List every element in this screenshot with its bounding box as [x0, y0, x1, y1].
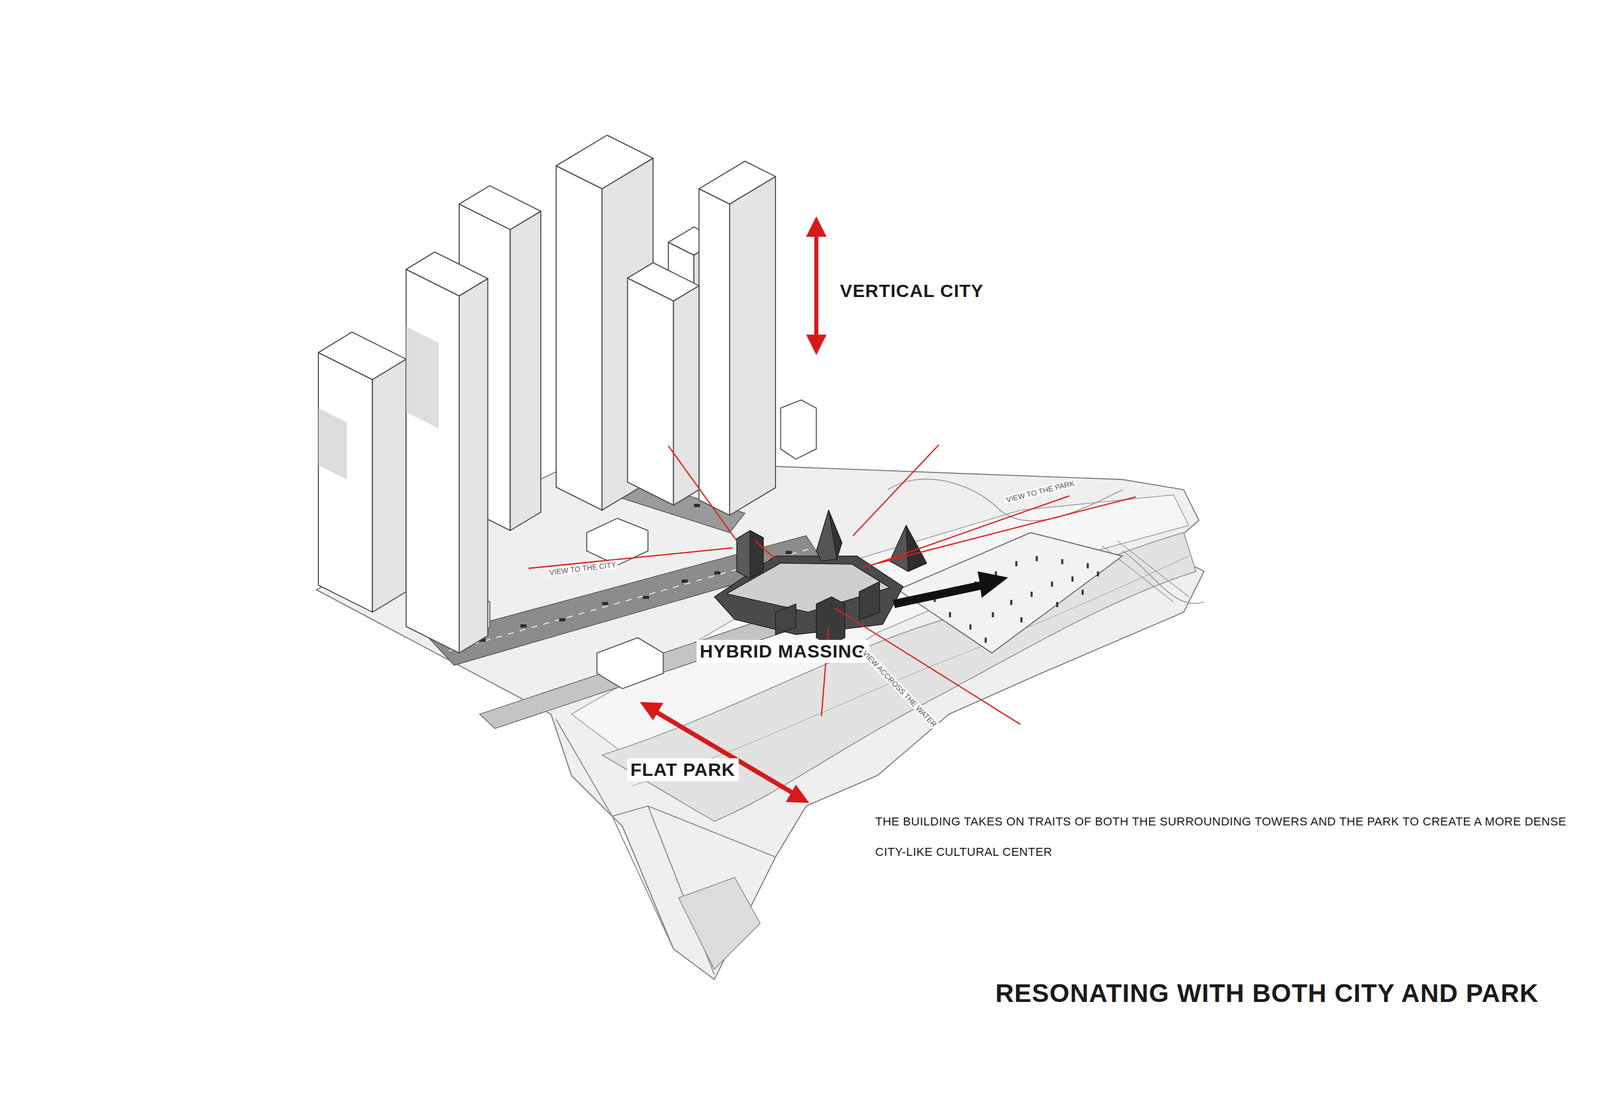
promenade — [556, 719, 776, 975]
low-block — [596, 637, 663, 690]
description-note: THE BUILDING TAKES ON TRAITS OF BOTH THE… — [875, 806, 1585, 868]
direction-arrow — [892, 571, 1008, 608]
hybrid-building — [714, 510, 927, 646]
concept-label: FLAT PARK — [627, 758, 739, 782]
view-line — [528, 444, 1136, 725]
park-path — [1101, 540, 1189, 603]
promenade-block — [678, 877, 760, 970]
vertical-arrow — [805, 216, 827, 356]
concept-label: HYBRID MASSING — [696, 640, 870, 663]
road — [479, 602, 829, 729]
low-block — [780, 400, 817, 460]
flat-arrow — [640, 701, 810, 803]
people — [933, 556, 1100, 644]
tower — [318, 135, 776, 654]
diagram-title: RESONATING WITH BOTH CITY AND PARK — [995, 978, 1539, 1008]
tower-shadow — [318, 326, 439, 480]
low-block — [586, 518, 648, 566]
concept-label: VERTICAL CITY — [836, 279, 987, 303]
